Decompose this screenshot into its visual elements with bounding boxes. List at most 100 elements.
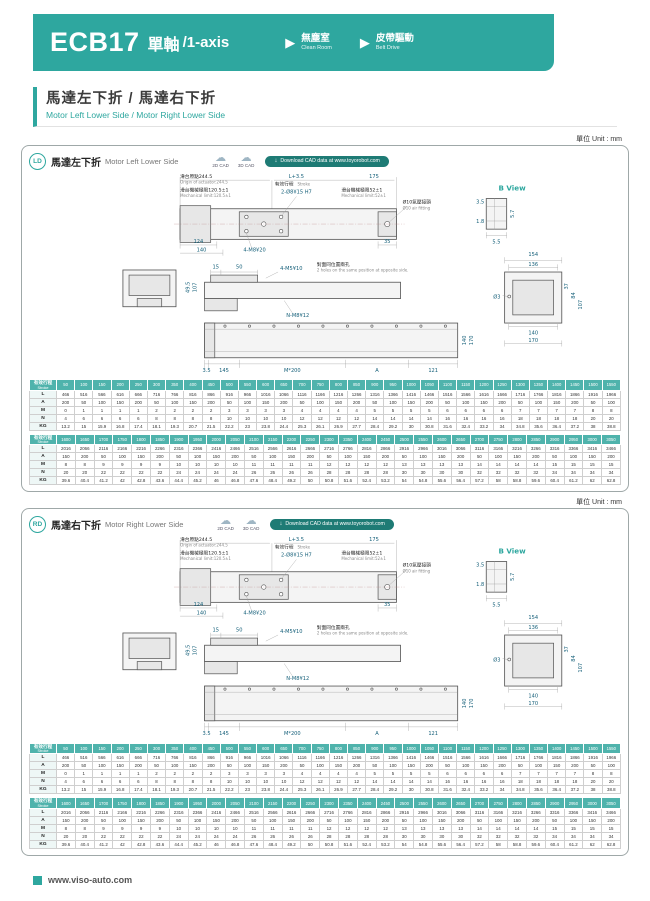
- value-cell: 100: [601, 761, 622, 771]
- value-cell: 6: [128, 777, 148, 787]
- value-cell: 150: [281, 452, 302, 462]
- value-cell: 200: [201, 397, 221, 407]
- stroke-value-header: 1250: [492, 379, 512, 391]
- dim-bview-5-5: 5.5: [492, 239, 500, 245]
- label-bolt-m8: 4-M8¥20: [243, 248, 265, 254]
- value-cell: 46.8: [225, 476, 245, 486]
- value-cell: 28: [375, 831, 396, 841]
- value-cell: 30: [450, 468, 471, 478]
- label-mech-right-zh: 滑台機械極限52±1: [341, 186, 382, 193]
- value-cell: 16: [492, 413, 512, 423]
- label-mech-left-zh: 滑台機械極限120.5±1: [180, 550, 228, 557]
- row-label: M: [29, 823, 57, 833]
- dim-l-plus-3-5: L+3.5: [289, 174, 304, 180]
- value-cell: 2916: [394, 444, 415, 454]
- value-cell: 9: [93, 460, 114, 470]
- value-cell: 566: [92, 389, 112, 399]
- value-cell: 30: [450, 831, 471, 841]
- value-cell: 100: [237, 397, 258, 407]
- stroke-value-header: 600: [256, 379, 276, 391]
- dim-bview-3-5: 3.5: [476, 200, 484, 206]
- cad-3d-button[interactable]: ☁ 3D CAD: [238, 153, 255, 169]
- value-cell: 16: [437, 777, 458, 787]
- value-cell: 150: [507, 815, 527, 825]
- value-cell: 12: [337, 460, 358, 470]
- cad-2d-button[interactable]: ☁ 2D CAD: [217, 516, 234, 532]
- value-cell: 30: [401, 421, 421, 431]
- value-cell: 150: [256, 761, 276, 771]
- value-cell: 8: [165, 413, 185, 423]
- value-cell: 11: [243, 823, 264, 833]
- value-cell: 4: [346, 405, 367, 415]
- label-bolt-m5: 4-M5¥10: [280, 629, 302, 635]
- value-cell: 200: [225, 452, 245, 462]
- dim-140-plan: 140: [197, 248, 207, 254]
- value-cell: 200: [525, 452, 546, 462]
- value-cell: 32: [469, 831, 490, 841]
- value-cell: 100: [337, 452, 358, 462]
- download-cad-link[interactable]: ↓ Download CAD data at www.toyorobot.com: [270, 518, 394, 530]
- dim-170-elev: 170: [469, 336, 475, 346]
- value-cell: 9: [131, 460, 151, 470]
- value-cell: 43.6: [149, 476, 170, 486]
- value-cell: 6: [437, 769, 458, 779]
- value-cell: 18: [565, 777, 585, 787]
- value-cell: 16: [492, 777, 512, 787]
- value-cell: 8: [601, 769, 622, 779]
- cad-2d-button[interactable]: ☁ 2D CAD: [212, 153, 229, 169]
- value-cell: 200: [346, 397, 367, 407]
- label-origin-en: Origin of actuator:244.5: [180, 543, 228, 548]
- stroke-value-header: 950: [383, 379, 403, 391]
- value-cell: 30: [394, 831, 415, 841]
- dim-15: 15: [213, 628, 219, 634]
- value-cell: 32: [488, 831, 509, 841]
- value-cell: 1266: [346, 753, 367, 763]
- value-cell: 12: [356, 823, 377, 833]
- row-label: KG: [29, 476, 57, 486]
- value-cell: 26: [281, 468, 302, 478]
- value-cell: 816: [183, 389, 203, 399]
- value-cell: 9: [131, 823, 151, 833]
- value-cell: 50: [469, 815, 490, 825]
- stroke-value-header: 2350: [337, 433, 358, 446]
- value-cell: 26: [262, 831, 283, 841]
- dim-145: 145: [219, 732, 229, 738]
- value-cell: 50: [510, 397, 530, 407]
- value-cell: 2: [165, 769, 185, 779]
- value-cell: 2516: [243, 807, 264, 817]
- feature-badges: ▶ 無塵室 Clean Room ▶ 皮帶驅動 Belt Drive: [285, 33, 414, 50]
- badge-belt-drive-zh: 皮帶驅動: [375, 33, 414, 45]
- value-cell: 2316: [168, 444, 189, 454]
- row-label: N: [29, 413, 57, 423]
- value-cell: 200: [149, 815, 170, 825]
- stroke-value-header: 2950: [563, 433, 584, 446]
- value-cell: 50: [365, 397, 385, 407]
- value-cell: 9: [149, 823, 170, 833]
- row-label: L: [29, 807, 57, 817]
- label-air-fitting-zh: Ø10氣壓接頭: [403, 562, 432, 569]
- value-cell: 10: [274, 777, 294, 787]
- download-cad-link[interactable]: ↓ Download CAD data at www.toyorobot.com: [265, 155, 389, 167]
- value-cell: 1: [110, 769, 130, 779]
- value-cell: 1516: [437, 753, 458, 763]
- value-cell: 52.4: [356, 476, 377, 486]
- value-cell: 8: [146, 413, 167, 423]
- value-cell: 12: [346, 777, 367, 787]
- value-cell: 200: [55, 761, 76, 771]
- value-cell: 10: [237, 777, 258, 787]
- value-cell: 55.6: [431, 476, 452, 486]
- value-cell: 54: [394, 476, 415, 486]
- row-label: L: [29, 389, 57, 399]
- value-cell: 3466: [601, 444, 621, 454]
- stroke-value-header: 750: [310, 742, 330, 755]
- cad-3d-button[interactable]: ☁ 3D CAD: [243, 516, 260, 532]
- value-cell: 100: [488, 815, 509, 825]
- value-cell: 12: [337, 823, 358, 833]
- value-cell: 2616: [281, 444, 302, 454]
- dim-107-end: 107: [578, 300, 584, 310]
